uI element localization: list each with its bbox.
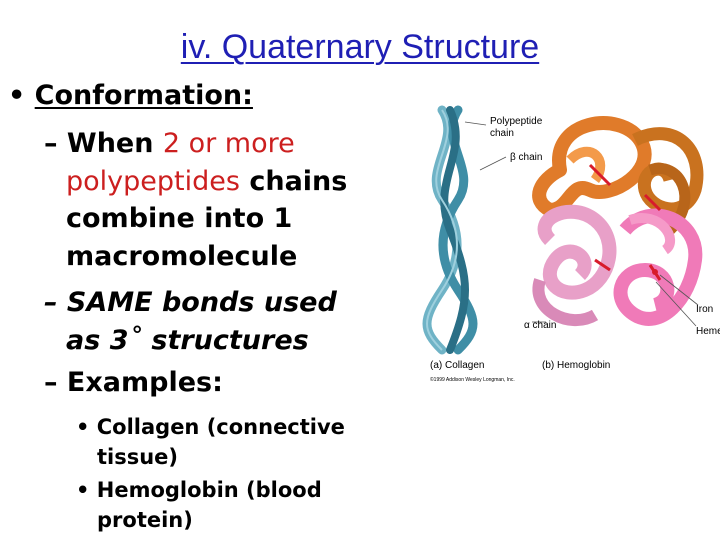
point-3-text: Examples: (66, 367, 223, 398)
dash: – (44, 367, 58, 398)
point-1-text-b: 2 or more (162, 128, 295, 159)
point-1-text-e: combine into 1 (66, 203, 293, 234)
label-heme: Heme (696, 326, 720, 337)
heading-bullet-item: • Conformation: (8, 80, 253, 111)
bullet-dot: • (76, 478, 90, 502)
copyright-text: ©1999 Addison Wesley Longman, Inc. (430, 376, 515, 383)
example-hemoglobin: • Hemoglobin (blood protein) (76, 475, 322, 535)
caption-hemoglobin: (b) Hemoglobin (542, 360, 610, 371)
dash: – (44, 287, 58, 318)
slide-title: iv. Quaternary Structure (180, 28, 540, 66)
point-1: – When 2 or more polypeptides chains com… (44, 125, 347, 275)
example-collagen: • Collagen (connective tissue) (76, 412, 345, 472)
bullet-dot: • (76, 415, 90, 439)
point-3: – Examples: (44, 364, 223, 402)
point-1-text-f: macromolecule (66, 240, 298, 272)
bullet-dot: • (8, 80, 26, 111)
point-2-line-2: as 3˚ structures (66, 324, 309, 356)
point-2: – SAME bonds used as 3˚ structures (44, 284, 337, 359)
point-1-text-a: When (66, 128, 163, 159)
collagen-helix-illustration (422, 105, 478, 355)
example-line-1: Hemoglobin (blood (96, 478, 322, 502)
point-1-text-c: polypeptides (66, 165, 240, 197)
label-polypeptide: Polypeptide (490, 116, 543, 127)
point-1-text-d: chains (239, 165, 348, 197)
collagen-hemoglobin-figure: Polypeptide chain β chain α chain Iron H… (422, 105, 720, 383)
point-2-line-1: SAME bonds used (66, 287, 337, 318)
dash: – (44, 128, 58, 159)
heading-text: Conformation: (34, 80, 253, 111)
example-line-2: tissue) (97, 445, 179, 469)
hemoglobin-illustration (532, 116, 704, 326)
label-iron: Iron (696, 304, 713, 315)
label-chain: chain (490, 128, 514, 139)
example-line-1: Collagen (connective (96, 415, 345, 439)
example-line-2: protein) (97, 508, 193, 532)
label-alpha-chain: α chain (524, 320, 556, 331)
caption-collagen: (a) Collagen (430, 360, 484, 371)
label-beta-chain: β chain (510, 152, 542, 163)
